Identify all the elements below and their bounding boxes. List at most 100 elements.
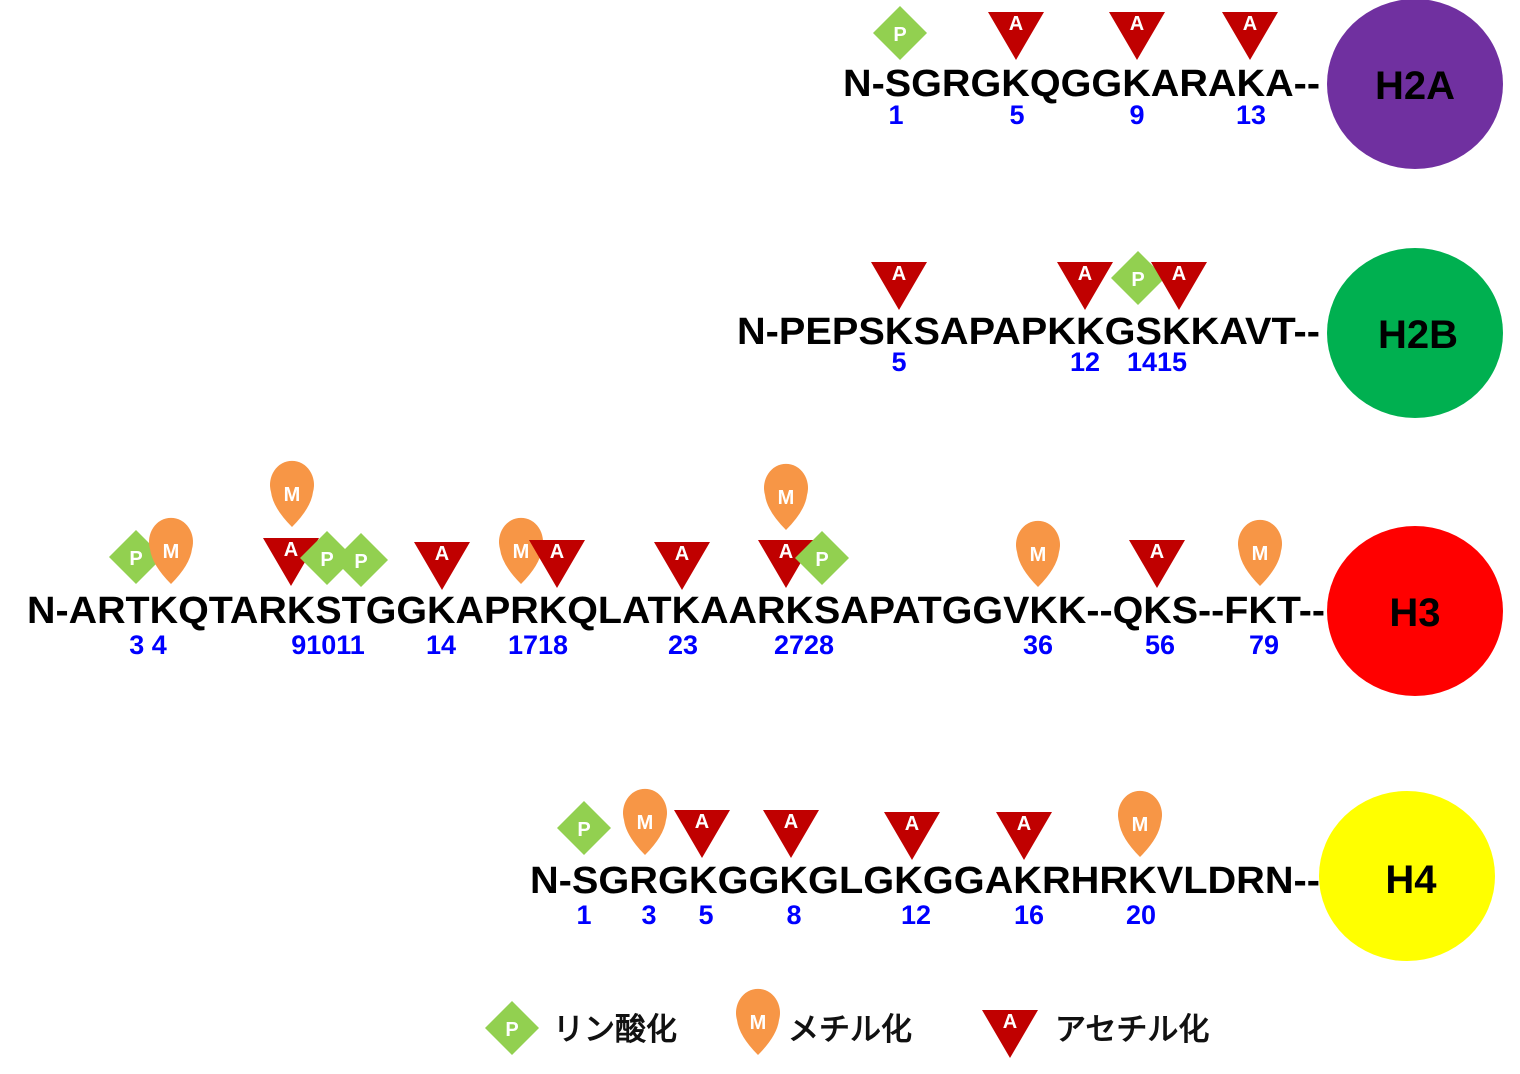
mark-letter: A bbox=[1017, 813, 1031, 835]
position-number: 5 bbox=[698, 900, 713, 930]
position-number: 23 bbox=[668, 630, 698, 660]
mark-letter: M bbox=[1132, 814, 1149, 836]
acetylation-triangle-icon bbox=[996, 812, 1052, 860]
acetylation-triangle-icon bbox=[982, 1010, 1038, 1058]
position-number: 1 bbox=[576, 900, 591, 930]
acetylation-triangle-icon bbox=[263, 538, 319, 586]
acetylation-triangle-icon bbox=[1057, 262, 1113, 310]
mark-letter: P bbox=[1131, 269, 1144, 291]
position-number: 12 bbox=[1070, 347, 1100, 377]
mark-letter: M bbox=[1030, 544, 1047, 566]
methylation-pin-icon bbox=[1238, 519, 1282, 586]
mark-letter: A bbox=[675, 543, 689, 565]
legend-label-phosphorylation: リン酸化 bbox=[553, 1012, 677, 1047]
histone-h3: N-ARTKQTARKSTGGKAPRKQLATKAARKSAPATGGVKK-… bbox=[27, 526, 1503, 696]
modification-mark-h2a: A bbox=[988, 12, 1044, 60]
modification-mark-h3: P bbox=[300, 531, 354, 585]
modification-mark-h4: A bbox=[996, 812, 1052, 860]
histone-circle bbox=[1319, 791, 1495, 961]
mark-letter: A bbox=[779, 541, 793, 563]
modification-mark-h3: M bbox=[499, 517, 543, 584]
acetylation-triangle-icon bbox=[884, 812, 940, 860]
legend-symbol: M bbox=[736, 988, 780, 1055]
acetylation-triangle-icon bbox=[758, 540, 814, 588]
position-number: 9 bbox=[1129, 100, 1144, 130]
modification-mark-h2b: A bbox=[1057, 262, 1113, 310]
mark-letter: A bbox=[784, 811, 798, 833]
mark-letter: A bbox=[1130, 13, 1144, 35]
histone-h4: N-SGRGKGGKGLGKGGAKRHRKVLDRN-- 1 3 5 8 12… bbox=[530, 791, 1495, 961]
legend-symbol: P bbox=[485, 1001, 539, 1055]
modification-mark-h3: M bbox=[1015, 520, 1060, 587]
modification-mark-h2b: P bbox=[1111, 251, 1165, 305]
methylation-pin-icon bbox=[1118, 790, 1162, 857]
acetylation-triangle-icon bbox=[654, 542, 710, 590]
histone-circle bbox=[1327, 526, 1503, 696]
mark-letter: P bbox=[354, 551, 367, 573]
position-number: 5 bbox=[891, 347, 906, 377]
histone-label: H2A bbox=[1375, 64, 1455, 108]
acetylation-triangle-icon bbox=[414, 542, 470, 590]
mark-letter: P bbox=[815, 549, 828, 571]
modification-mark-h3: M bbox=[1238, 519, 1282, 586]
sequence: N-SGRGKQGGKARAKA-- bbox=[843, 63, 1320, 105]
methylation-pin-icon bbox=[499, 517, 543, 584]
modification-mark-h2b: A bbox=[871, 262, 927, 310]
modification-mark-h4: M bbox=[623, 788, 667, 855]
mark-letter: A bbox=[435, 543, 449, 565]
mark-letter: A bbox=[1172, 263, 1186, 285]
acetylation-triangle-icon bbox=[988, 12, 1044, 60]
histone-circle bbox=[1327, 0, 1503, 169]
histone-label: H2B bbox=[1378, 313, 1458, 357]
phosphorylation-diamond-icon bbox=[485, 1001, 539, 1055]
mark-letter: M bbox=[1252, 543, 1269, 565]
modification-mark-h2a: A bbox=[1109, 12, 1165, 60]
phosphorylation-diamond-icon bbox=[873, 6, 927, 60]
modification-mark-h3: A bbox=[758, 540, 814, 588]
acetylation-triangle-icon bbox=[674, 810, 730, 858]
position-number: 1415 bbox=[1127, 347, 1187, 377]
mark-letter: A bbox=[1009, 13, 1023, 35]
phosphorylation-diamond-icon bbox=[557, 801, 611, 855]
mark-letter: A bbox=[695, 811, 709, 833]
position-number: 5 bbox=[1009, 100, 1024, 130]
mark-letter: M bbox=[513, 541, 530, 563]
histone-label: H3 bbox=[1389, 591, 1440, 635]
position-number: 1718 bbox=[508, 630, 568, 660]
mark-letter: A bbox=[892, 263, 906, 285]
modification-mark-h4: A bbox=[884, 812, 940, 860]
mark-letter: P bbox=[577, 819, 590, 841]
sequence: N-SGRGKGGKGLGKGGAKRHRKVLDRN-- bbox=[530, 860, 1320, 902]
acetylation-triangle-icon bbox=[1151, 262, 1207, 310]
acetylation-triangle-icon bbox=[1109, 12, 1165, 60]
modification-mark-h2a: A bbox=[1222, 12, 1278, 60]
methylation-pin-icon bbox=[623, 788, 667, 855]
position-number: 12 bbox=[901, 900, 931, 930]
mark-letter: A bbox=[1150, 541, 1164, 563]
mark-letter: A bbox=[1003, 1011, 1017, 1033]
mark-letter: P bbox=[320, 549, 333, 571]
methylation-pin-icon bbox=[764, 463, 808, 530]
histone-circle bbox=[1327, 248, 1503, 418]
modification-mark-h3: A bbox=[529, 540, 585, 588]
mark-letter: M bbox=[750, 1012, 767, 1034]
position-number: 16 bbox=[1014, 900, 1044, 930]
acetylation-triangle-icon bbox=[1129, 540, 1185, 588]
methylation-pin-icon bbox=[270, 460, 314, 527]
position-number: 13 bbox=[1236, 100, 1266, 130]
modification-mark-h3: M bbox=[270, 460, 314, 527]
position-number: 91011 bbox=[291, 630, 365, 660]
modification-mark-h4: P bbox=[557, 801, 611, 855]
mark-letter: M bbox=[284, 484, 301, 506]
modification-mark-h3: A bbox=[414, 542, 470, 590]
modification-mark-h4: A bbox=[763, 810, 819, 858]
mark-letter: P bbox=[129, 548, 142, 570]
legend-label-methylation: メチル化 bbox=[788, 1012, 912, 1047]
position-number: 1 bbox=[888, 100, 903, 130]
acetylation-triangle-icon bbox=[871, 262, 927, 310]
modification-mark-h3: A bbox=[654, 542, 710, 590]
position-number: 36 bbox=[1023, 630, 1053, 660]
mark-letter: A bbox=[905, 813, 919, 835]
